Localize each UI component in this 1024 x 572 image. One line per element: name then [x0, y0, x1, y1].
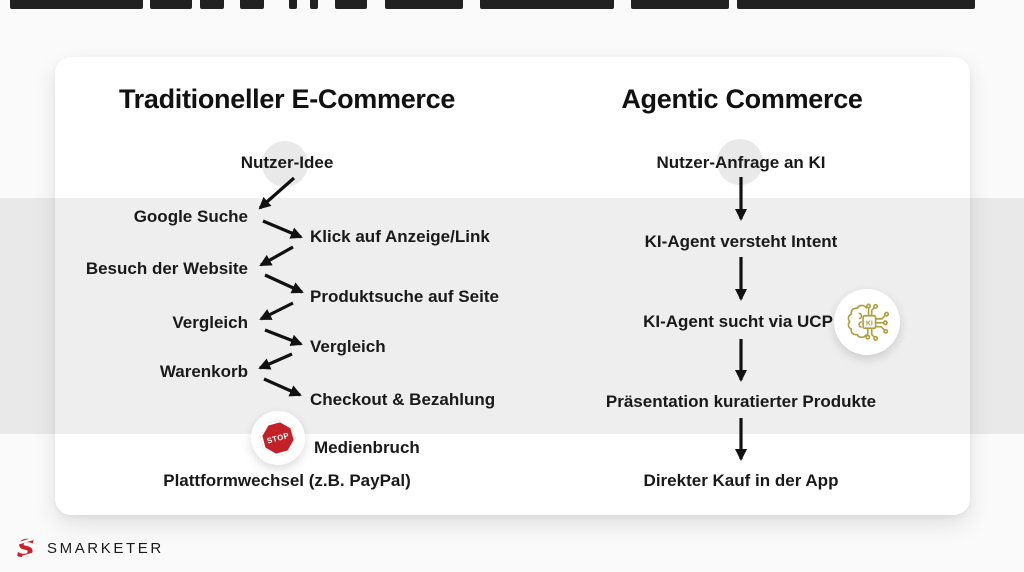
- step-ki-sucht-ucp: KI-Agent sucht via UCP: [643, 312, 833, 331]
- step-vergleich-rechts: Vergleich: [310, 337, 386, 356]
- comparison-card: [55, 57, 970, 515]
- step-medienbruch: Medienbruch: [314, 438, 420, 457]
- top-crop-artifact: [200, 0, 224, 9]
- step-warenkorb: Warenkorb: [159, 362, 248, 381]
- top-crop-artifact: [631, 0, 729, 9]
- top-crop-artifact: [737, 0, 975, 9]
- step-praesentation-produkte: Präsentation kuratierter Produkte: [605, 392, 877, 411]
- brand-logo: S SMARKETER: [14, 535, 164, 561]
- top-crop-artifact: [310, 0, 318, 9]
- left-column-title: Traditioneller E-Commerce: [118, 84, 456, 114]
- ki-chip-text: KI: [866, 321, 873, 328]
- step-plattformwechsel: Plattformwechsel (z.B. PayPal): [163, 471, 411, 490]
- step-nutzer-anfrage: Nutzer-Anfrage an KI: [656, 153, 826, 172]
- top-crop-artifact: [10, 0, 143, 9]
- step-google-suche: Google Suche: [133, 207, 248, 226]
- step-besuch-website: Besuch der Website: [85, 259, 248, 278]
- step-nutzer-idee: Nutzer-Idee: [240, 153, 334, 172]
- step-produktsuche: Produktsuche auf Seite: [310, 287, 499, 306]
- right-column-title: Agentic Commerce: [621, 84, 863, 114]
- step-ki-versteht-intent: KI-Agent versteht Intent: [644, 232, 838, 251]
- top-crop-artifact: [240, 0, 264, 9]
- stop-icon: STOP: [251, 411, 305, 465]
- stop-sign-icon: STOP: [259, 419, 297, 457]
- top-crop-artifact: [289, 0, 297, 9]
- brand-name: SMARKETER: [47, 539, 164, 557]
- step-vergleich-links: Vergleich: [172, 313, 248, 332]
- top-crop-artifact: [385, 0, 463, 9]
- smarketer-s-icon: S: [14, 535, 41, 561]
- step-checkout: Checkout & Bezahlung: [310, 390, 496, 409]
- step-klick-anzeige: Klick auf Anzeige/Link: [310, 227, 490, 246]
- top-crop-artifact: [480, 0, 614, 9]
- ki-brain-circuit-icon: KI: [847, 303, 890, 341]
- ki-chip-icon: KI: [834, 289, 900, 355]
- top-crop-artifact: [150, 0, 192, 9]
- step-direkter-kauf: Direkter Kauf in der App: [643, 471, 839, 490]
- top-crop-artifact: [335, 0, 367, 9]
